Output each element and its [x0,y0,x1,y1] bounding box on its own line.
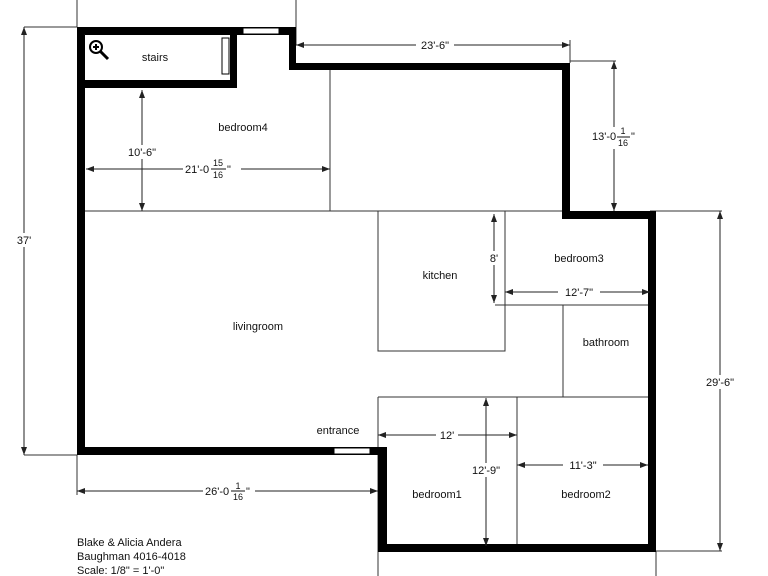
credit-address: Baughman 4016-4018 [77,551,186,563]
dim-bedroom2-width: 11'-3" [569,460,596,472]
dim-bottom-width: 26'-0 [205,486,229,498]
dim-bedroom4-width-unit: " [227,164,231,176]
dim-top-width: 23'-6" [421,40,449,52]
dim-right-upper: 13'-0 [592,131,616,143]
room-label-bedroom2: bedroom2 [561,489,611,501]
dimension-arrows [21,27,723,551]
stairs-wall [85,35,237,88]
dim-bedroom3-width: 12'-7" [565,287,593,299]
room-label-kitchen: kitchen [423,270,458,282]
dim-bottom-width-num: 1 [235,481,240,491]
dim-right-upper-num: 1 [620,126,625,136]
dim-bedroom4-width-num: 15 [213,158,223,168]
dim-bottom-width-den: 16 [233,492,243,502]
dim-right-lower: 29'-6" [706,377,734,389]
dimension-labels: 23'-6" 37' 13'-0 1 16 " 10'-6" 21'-0 15 … [8,38,740,503]
exterior-walls [77,27,656,552]
dim-right-upper-unit: " [631,131,635,143]
dim-right-upper-den: 16 [618,138,628,148]
room-label-livingroom: livingroom [233,321,283,333]
room-label-bedroom4: bedroom4 [218,122,268,134]
window-top [242,27,280,35]
room-label-bedroom3: bedroom3 [554,253,604,265]
dim-overall-height: 37' [17,235,31,247]
room-label-bedroom1: bedroom1 [412,489,462,501]
stairs-opening [221,37,230,75]
dim-bedroom4-height: 10'-6" [128,147,156,159]
dim-bottom-width-unit: " [246,486,250,498]
credit-owner: Blake & Alicia Andera [77,537,182,549]
dim-bedroom4-width-den: 16 [213,170,223,180]
openings [221,27,371,455]
room-label-bathroom: bathroom [583,337,629,349]
dim-bedroom1-width: 12' [440,430,454,442]
room-label-stairs: stairs [142,52,169,64]
dim-kitchen-height: 8' [490,253,498,265]
entrance-door [333,447,371,455]
credit-scale: Scale: 1/8" = 1'-0" [77,565,165,576]
room-label-entrance: entrance [317,425,360,437]
zoom-in-icon[interactable] [88,39,110,61]
dim-bedroom4-width: 21'-0 [185,164,209,176]
room-partitions [24,0,722,576]
dim-bedroom1-height: 12'-9" [472,465,500,477]
